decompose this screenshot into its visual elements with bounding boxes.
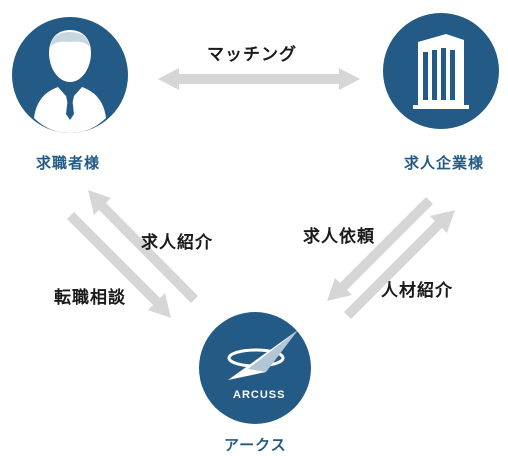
job-request-label: 求人依頼: [303, 227, 375, 247]
company-label: 求人企業様: [404, 154, 485, 172]
arrow-talent-introduction: [344, 210, 455, 319]
arcuss-logo-icon: [227, 330, 298, 380]
building-icon: [413, 34, 469, 109]
company-node: [383, 13, 499, 129]
job-introduction-label: 求人紹介: [141, 233, 213, 253]
matching-arrow: [158, 68, 360, 90]
talent-introduction-label: 人材紹介: [381, 281, 453, 301]
arrow-job-request: [327, 197, 433, 301]
arrow-career-consultation: [67, 212, 171, 318]
arcuss-node: [199, 312, 311, 424]
matching-label: マッチング: [207, 45, 297, 65]
person-icon: [34, 30, 106, 133]
job-seeker-label: 求職者様: [36, 154, 101, 172]
arcuss-logo-text: ARCUSS: [233, 389, 286, 401]
career-consultation-label: 転職相談: [54, 288, 126, 308]
job-seeker-node: [12, 17, 128, 133]
arrow-job-introduction: [88, 190, 198, 303]
arcuss-label: アークス: [224, 436, 287, 454]
